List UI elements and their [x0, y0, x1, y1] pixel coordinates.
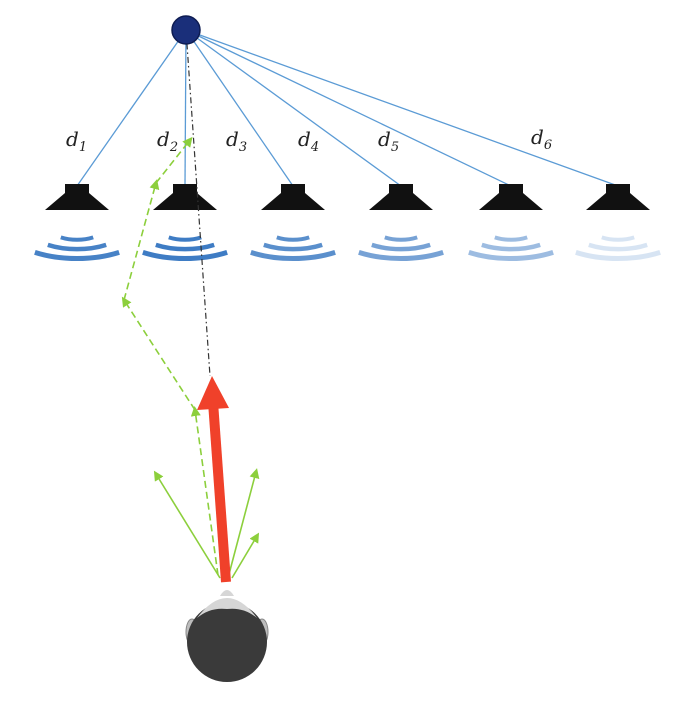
speaker-4: [369, 184, 433, 210]
distance-line-4: [185, 29, 402, 187]
wave-arc-2-2: [155, 242, 215, 252]
distance-label-2: d2: [157, 127, 178, 155]
wave-arc-2-1: [168, 235, 202, 242]
wave-arc-6-2: [588, 242, 648, 252]
distance-label-subscript: 5: [391, 140, 399, 155]
speaker-row: [45, 184, 650, 210]
nose: [220, 590, 234, 596]
green-arrow-left: [153, 470, 221, 579]
wave-arc-1-3: [34, 250, 120, 262]
distance-label-subscript: 2: [169, 140, 178, 155]
wave-arc-1-2: [47, 242, 107, 252]
distance-line-6: [185, 29, 619, 187]
wave-arc-5-3: [468, 250, 554, 262]
source-direction-line: [185, 29, 211, 377]
wave-arc-5-1: [494, 235, 528, 242]
speaker-5: [479, 184, 543, 210]
wave-arc-5-2: [481, 242, 541, 252]
wave-arc-6-1: [601, 235, 635, 242]
wave-group-1: [34, 235, 120, 262]
wave-arc-6-3: [575, 250, 661, 262]
distance-label-1: d1: [66, 127, 87, 155]
distance-label-subscript: 3: [239, 140, 247, 155]
head: [187, 602, 267, 682]
reflection-segment-3: [123, 179, 160, 301]
distance-line-3: [185, 29, 294, 187]
distance-line-1: [76, 29, 187, 187]
distance-label-6: d6: [531, 125, 552, 153]
wave-group-3: [250, 235, 336, 262]
distance-line-5: [185, 29, 512, 187]
virtual-source: [171, 15, 201, 45]
wave-arc-3-2: [263, 242, 323, 252]
reflection-segment-1: [190, 406, 219, 576]
wave-arc-4-2: [371, 242, 431, 252]
face: [197, 598, 257, 618]
green-arrow-right-lower: [231, 532, 260, 579]
speaker-1: [45, 184, 109, 210]
wave-group-5: [468, 235, 554, 262]
distance-label-subscript: 1: [79, 140, 87, 155]
distance-line-2: [184, 29, 187, 187]
wave-arc-4-3: [358, 250, 444, 262]
speaker-3: [261, 184, 325, 210]
wave-arc-2-3: [142, 250, 228, 262]
distance-label-letter: d: [226, 127, 239, 151]
distance-label-subscript: 4: [310, 140, 319, 155]
head-direction-arrows: [153, 468, 260, 579]
wave-arc-3-1: [276, 235, 310, 242]
reflection-segment-4: [155, 136, 193, 184]
listener-head: [185, 590, 269, 682]
distance-lines: [76, 29, 619, 187]
sound-waves: [34, 235, 661, 262]
wave-group-6: [575, 235, 661, 262]
distance-label-4: d4: [298, 127, 319, 155]
reflection-path: [121, 136, 219, 576]
green-arrow-right-upper: [227, 468, 260, 579]
main-direction-arrow: [197, 376, 231, 583]
distance-label-3: d3: [226, 127, 247, 155]
wave-arc-4-1: [384, 235, 418, 242]
wave-group-2: [142, 235, 228, 262]
wave-arc-1-1: [60, 235, 94, 242]
distance-label-letter: d: [298, 127, 311, 151]
distance-label-letter: d: [378, 127, 391, 151]
distance-label-letter: d: [531, 125, 544, 149]
speaker-6: [586, 184, 650, 210]
distance-label-letter: d: [66, 127, 79, 151]
speaker-2: [153, 184, 217, 210]
wave-arc-3-3: [250, 250, 336, 262]
distance-label-5: d5: [378, 127, 399, 155]
distance-label-subscript: 6: [544, 138, 552, 153]
reflection-segment-2: [121, 296, 196, 411]
wave-group-4: [358, 235, 444, 262]
distance-label-letter: d: [157, 127, 170, 151]
